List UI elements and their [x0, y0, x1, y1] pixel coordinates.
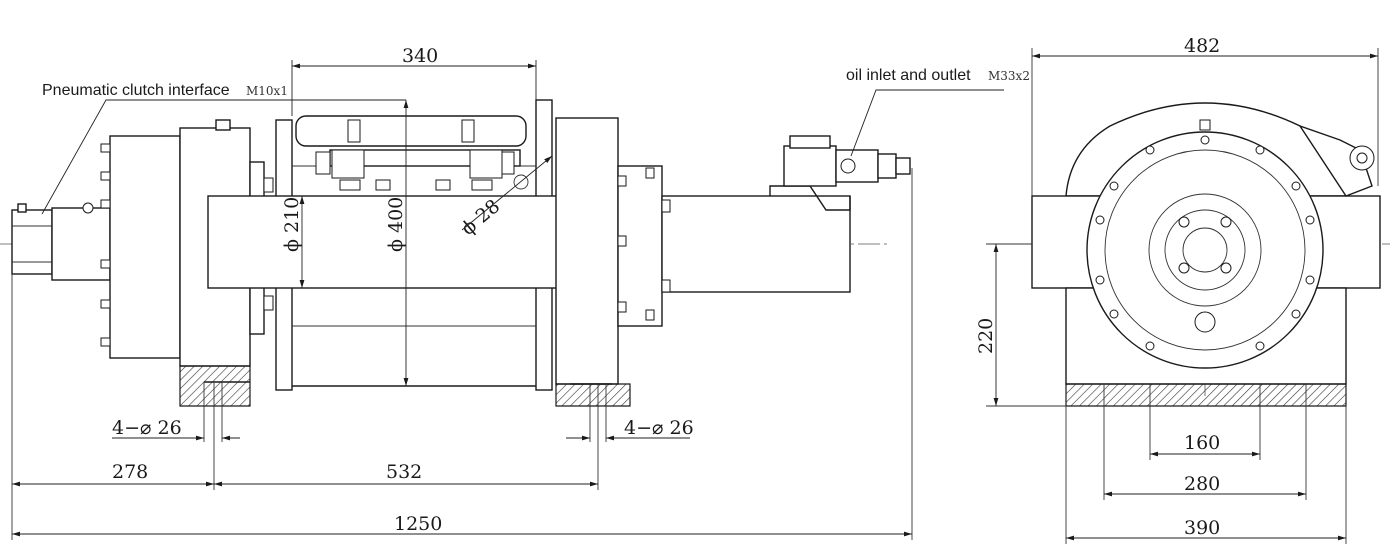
dim-280: 280 [1184, 473, 1220, 495]
clutch-thread: M10x1 [246, 84, 288, 98]
dim-center-height: 220 [975, 318, 997, 354]
side-view [0, 60, 1004, 540]
clutch-unit [11, 202, 111, 281]
dim-390: 390 [1184, 517, 1220, 539]
dim-flange-diameter: ϕ 400 [385, 197, 407, 252]
dim-532: 532 [386, 461, 422, 483]
dim-shaft-diameter: ϕ 210 [281, 197, 303, 252]
dim-overall-height: 482 [1184, 35, 1220, 57]
dim-278: 278 [112, 461, 148, 483]
dim-holes-right: 4−⌀ 26 [624, 417, 694, 439]
dim-overall-length: 1250 [394, 513, 442, 535]
dim-holes-left: 4−⌀ 26 [112, 417, 182, 439]
clutch-label: Pneumatic clutch interface [42, 82, 230, 99]
gearbox-right [555, 117, 911, 407]
oil-thread: M33x2 [988, 69, 1030, 83]
dim-160: 160 [1184, 432, 1220, 454]
oil-label: oil inlet and outlet [846, 67, 971, 84]
dim-drum-width: 340 [402, 45, 438, 67]
drum [207, 99, 609, 391]
end-view [986, 48, 1390, 544]
